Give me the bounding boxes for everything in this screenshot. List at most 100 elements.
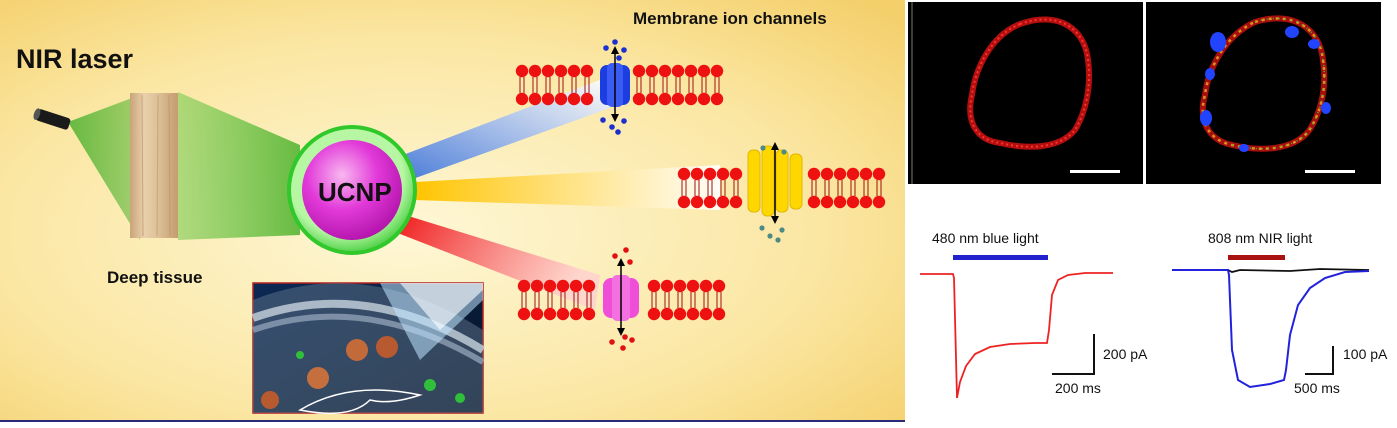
lipid-head: [846, 167, 860, 181]
laser-beam: [68, 95, 140, 240]
lipid-head: [580, 92, 594, 106]
lipid-head: [554, 92, 568, 106]
lipid-head: [543, 279, 557, 293]
lipid-head: [859, 195, 873, 209]
lipid-head: [690, 195, 704, 209]
lipid-head: [569, 307, 583, 321]
lipid-head: [556, 307, 570, 321]
lipid-head: [690, 167, 704, 181]
stimulus-label-nir: 808 nm NIR light: [1208, 230, 1313, 246]
lipid-head: [686, 307, 700, 321]
lipid-head: [517, 307, 531, 321]
lipid-head: [645, 92, 659, 106]
scale-bar: [1305, 170, 1355, 173]
lipid-head: [712, 279, 726, 293]
laser-label: NIR laser: [16, 44, 134, 74]
lipid-head: [658, 92, 672, 106]
lipid-head: [677, 195, 691, 209]
lipid-head: [660, 279, 674, 293]
scale-bar: [1052, 334, 1095, 375]
laser-pointer-icon: [33, 108, 71, 130]
lipid-head: [677, 167, 691, 181]
lipid-head: [710, 92, 724, 106]
ion-dot-icon: [759, 145, 787, 243]
stimulus-bar: [1228, 255, 1285, 260]
lipid-head: [716, 167, 730, 181]
stimulus-bar: [953, 255, 1048, 260]
lipid-head: [554, 64, 568, 78]
lipid-head: [712, 307, 726, 321]
lipid-head: [859, 167, 873, 181]
lipid-head: [647, 279, 661, 293]
lipid-head: [671, 92, 685, 106]
tissue-label: Deep tissue: [107, 268, 203, 287]
lipid-head: [729, 195, 743, 209]
lipid-head: [582, 279, 596, 293]
lipid-head: [703, 195, 717, 209]
lipid-head: [567, 64, 581, 78]
microscopy-panel-red: [908, 2, 1143, 184]
scale-label-y-right: 100 pA: [1343, 346, 1388, 362]
lipid-head: [528, 64, 542, 78]
lipid-head: [729, 167, 743, 181]
scale-bar: [1305, 346, 1334, 375]
lipid-head: [872, 195, 886, 209]
lipid-head: [697, 92, 711, 106]
blue-puncta: [1200, 26, 1331, 152]
membrane-yellow: [677, 167, 886, 209]
lipid-head: [515, 92, 529, 106]
tissue-block-icon: [130, 93, 178, 238]
lipid-head: [517, 279, 531, 293]
lipid-head: [820, 167, 834, 181]
laser-beam-through-tissue: [178, 92, 300, 240]
scale-label-y-left: 200 pA: [1103, 346, 1148, 362]
lipid-head: [647, 307, 661, 321]
lipid-head: [673, 279, 687, 293]
stimulus-label-blue: 480 nm blue light: [932, 230, 1039, 246]
lipid-head: [686, 279, 700, 293]
lipid-head: [697, 64, 711, 78]
lipid-head: [660, 307, 674, 321]
lipid-head: [703, 167, 717, 181]
lipid-head: [673, 307, 687, 321]
lipid-head: [807, 195, 821, 209]
lipid-head: [556, 279, 570, 293]
membrane-illustration-icon: [251, 282, 486, 415]
lipid-head: [530, 279, 544, 293]
lipid-head: [541, 64, 555, 78]
lipid-head: [582, 307, 596, 321]
trace-panel-left: [920, 255, 1113, 399]
lipid-head: [699, 279, 713, 293]
lipid-head: [807, 167, 821, 181]
yellow-beam: [415, 165, 720, 210]
lipid-head: [699, 307, 713, 321]
scale-bar: [1070, 170, 1120, 173]
membrane-pink: [517, 279, 726, 321]
lipid-head: [528, 92, 542, 106]
cell-red-outline: [967, 16, 1093, 150]
scale-label-x-left: 200 ms: [1055, 380, 1101, 396]
lipid-head: [820, 195, 834, 209]
membrane-blue: [515, 64, 724, 106]
channels-label: Membrane ion channels: [633, 9, 827, 28]
lipid-head: [569, 279, 583, 293]
lipid-head: [658, 64, 672, 78]
lipid-head: [846, 195, 860, 209]
lipid-head: [684, 64, 698, 78]
ion-dot-icon: [600, 39, 627, 135]
ucnp-label: UCNP: [318, 177, 392, 207]
lipid-head: [872, 167, 886, 181]
current-trace: [1172, 269, 1370, 389]
current-trace: [920, 272, 1113, 399]
blue-beam: [395, 80, 610, 180]
lipid-head: [710, 64, 724, 78]
lipid-head: [833, 195, 847, 209]
ion-channel-icon: [603, 258, 639, 336]
lipid-head: [671, 64, 685, 78]
ion-channel-icon: [747, 142, 803, 224]
lipid-head: [543, 307, 557, 321]
lipid-head: [530, 307, 544, 321]
nanoparticle-icon: [287, 125, 417, 255]
ion-dot-icon: [609, 247, 635, 351]
